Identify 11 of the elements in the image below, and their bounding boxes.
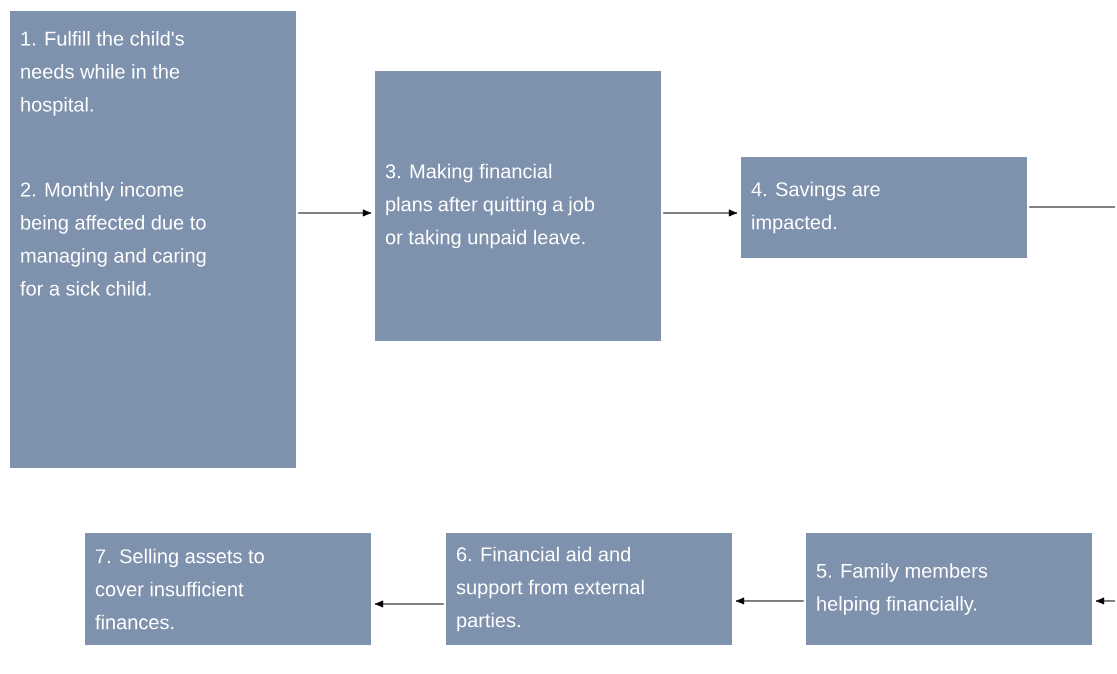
- process-box: 7. Selling assets to cover insufficient finances.: [85, 533, 371, 645]
- arrow: [1095, 597, 1116, 605]
- process-box: 3. Making financial plans after quitting a job or taking unpaid leave.: [375, 71, 661, 341]
- arrow: [662, 209, 738, 217]
- arrow: [735, 597, 805, 605]
- arrow: [297, 209, 372, 217]
- arrow: [374, 600, 445, 608]
- process-box: 5. Family members helping financially.: [806, 533, 1092, 645]
- process-box: 1. Fulfill the child's needs while in the hospital. 2. Monthly income being affected due to managing and caring for a sick child.: [10, 11, 296, 468]
- process-box: 4. Savings are impacted.: [741, 157, 1027, 258]
- process-box: 6. Financial aid and support from external parties.: [446, 533, 732, 645]
